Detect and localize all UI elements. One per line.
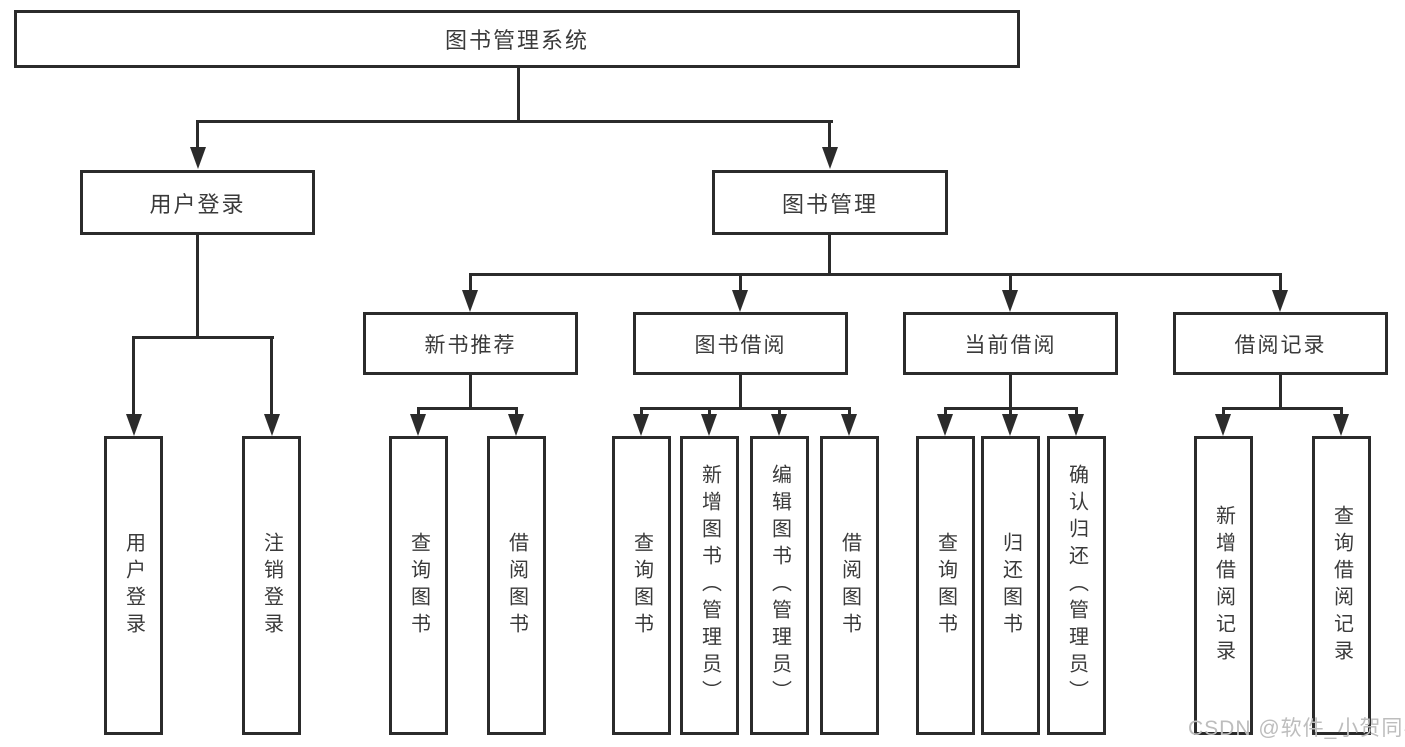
connector-line — [828, 235, 831, 276]
node-label: 查询借阅记录 — [1330, 504, 1353, 667]
leaf-borrow-books: 借阅图书 — [487, 436, 546, 735]
node-label: 注销登录 — [260, 531, 283, 640]
node-label: 用户登录 — [122, 531, 145, 640]
csdn-watermark: CSDN @软件_小贺同学 — [1188, 717, 1405, 740]
leaf-query-borrow-record: 查询借阅记录 — [1312, 436, 1371, 735]
connector-line — [517, 68, 520, 123]
arrow-down-icon — [732, 290, 748, 312]
arrow-down-icon — [508, 414, 524, 436]
node-label: 编辑图书（管理员） — [768, 464, 791, 707]
connector-line — [1222, 407, 1343, 410]
connector-line — [132, 336, 274, 339]
node-new-book-recommend: 新书推荐 — [363, 312, 578, 375]
connector-line — [469, 273, 1282, 276]
arrow-down-icon — [410, 414, 426, 436]
node-label: 确认归还（管理员） — [1065, 464, 1088, 707]
arrow-down-icon — [190, 147, 206, 169]
node-user-login: 用户登录 — [80, 170, 315, 235]
node-label: 新书推荐 — [424, 333, 517, 357]
arrow-down-icon — [1002, 290, 1018, 312]
leaf-confirm-return-admin: 确认归还（管理员） — [1047, 436, 1106, 735]
leaf-return-books: 归还图书 — [981, 436, 1040, 735]
arrow-down-icon — [633, 414, 649, 436]
connector-line — [270, 336, 273, 418]
arrow-down-icon — [937, 414, 953, 436]
node-label: 借阅记录 — [1234, 333, 1327, 357]
connector-line — [132, 336, 135, 418]
arrow-down-icon — [1215, 414, 1231, 436]
connector-line — [196, 235, 199, 339]
node-label: 归还图书 — [999, 531, 1022, 640]
leaf-logout: 注销登录 — [242, 436, 301, 735]
arrow-down-icon — [462, 290, 478, 312]
connector-line — [196, 120, 199, 152]
arrow-down-icon — [264, 414, 280, 436]
node-label: 新增借阅记录 — [1212, 504, 1235, 667]
connector-line — [1279, 375, 1282, 409]
connector-line — [196, 120, 833, 123]
node-book-management: 图书管理 — [712, 170, 948, 235]
connector-line — [640, 407, 851, 410]
connector-line — [1009, 273, 1012, 295]
node-current-borrowing: 当前借阅 — [903, 312, 1118, 375]
leaf-query-books-3: 查询图书 — [916, 436, 975, 735]
arrow-down-icon — [126, 414, 142, 436]
node-root-library-system: 图书管理系统 — [14, 10, 1020, 68]
leaf-query-books-2: 查询图书 — [612, 436, 671, 735]
node-label: 图书借阅 — [694, 333, 787, 357]
arrow-down-icon — [1002, 414, 1018, 436]
connector-line — [1279, 273, 1282, 295]
arrow-down-icon — [841, 414, 857, 436]
node-borrowing-records: 借阅记录 — [1173, 312, 1388, 375]
node-label: 当前借阅 — [964, 333, 1057, 357]
leaf-add-books-admin: 新增图书（管理员） — [680, 436, 739, 735]
arrow-down-icon — [1333, 414, 1349, 436]
leaf-query-books: 查询图书 — [389, 436, 448, 735]
node-label: 图书管理 — [781, 191, 878, 217]
connector-line — [1009, 375, 1012, 409]
node-label: 图书管理系统 — [444, 28, 589, 53]
arrow-down-icon — [1272, 290, 1288, 312]
connector-line — [828, 120, 831, 152]
node-label: 查询图书 — [630, 531, 653, 640]
connector-line — [469, 375, 472, 409]
node-label: 查询图书 — [934, 531, 957, 640]
leaf-add-borrow-record: 新增借阅记录 — [1194, 436, 1253, 735]
connector-line — [739, 273, 742, 295]
connector-line — [469, 273, 472, 295]
node-label: 新增图书（管理员） — [698, 464, 721, 707]
node-label: 借阅图书 — [838, 531, 861, 640]
node-book-borrowing: 图书借阅 — [633, 312, 848, 375]
arrow-down-icon — [1068, 414, 1084, 436]
arrow-down-icon — [822, 147, 838, 169]
arrow-down-icon — [701, 414, 717, 436]
node-label: 借阅图书 — [505, 531, 528, 640]
node-label: 用户登录 — [149, 191, 246, 217]
arrow-down-icon — [771, 414, 787, 436]
node-label: 查询图书 — [407, 531, 430, 640]
connector-line — [739, 375, 742, 409]
leaf-edit-books-admin: 编辑图书（管理员） — [750, 436, 809, 735]
connector-line — [417, 407, 518, 410]
leaf-user-login: 用户登录 — [104, 436, 163, 735]
leaf-borrow-books-2: 借阅图书 — [820, 436, 879, 735]
